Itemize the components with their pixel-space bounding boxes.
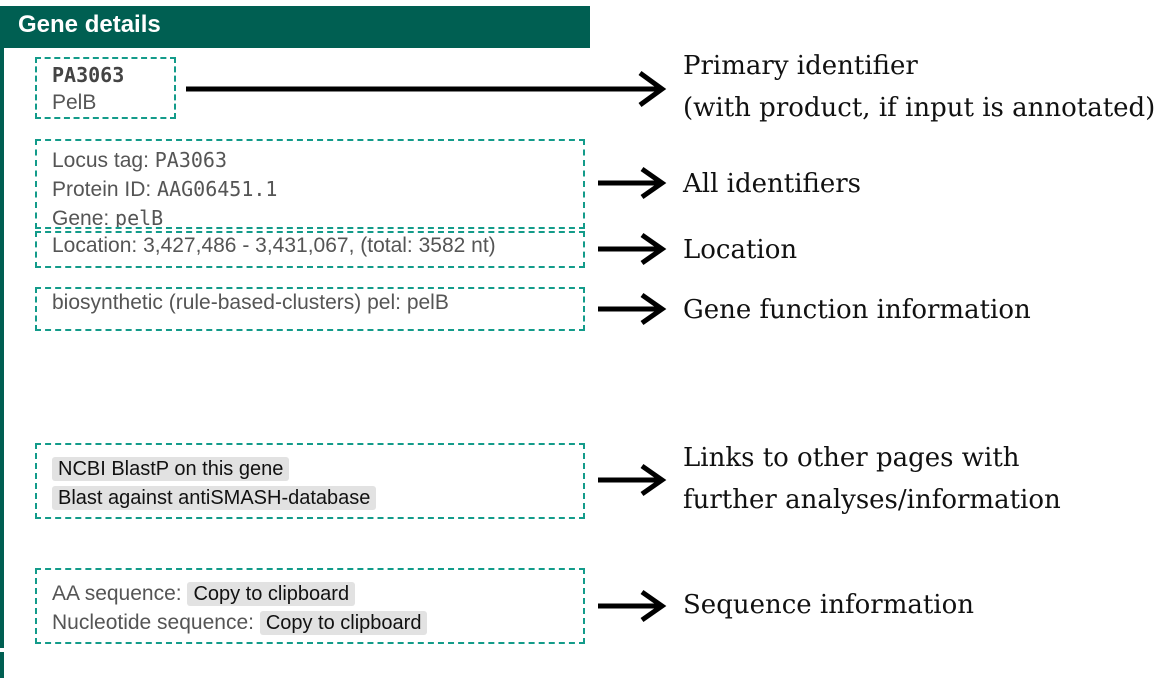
sequence-box: AA sequence: Copy to clipboard Nucleotid… <box>35 568 585 644</box>
aa-copy-button[interactable]: Copy to clipboard <box>187 582 356 606</box>
gene-function-box: biosynthetic (rule-based-clusters) pel: … <box>35 287 585 331</box>
location-text: Location: 3,427,486 - 3,431,067, (total:… <box>52 234 496 257</box>
left-accent-bar <box>0 48 4 648</box>
annotation-primary: Primary identifier (with product, if inp… <box>683 45 1155 129</box>
annotation-identifiers: All identifiers <box>683 169 862 199</box>
gene-function-text: biosynthetic (rule-based-clusters) pel: … <box>52 291 449 314</box>
gene-value: pelB <box>115 206 164 229</box>
aa-sequence-label: AA sequence: <box>52 582 188 605</box>
annotation-primary-line1: Primary identifier <box>683 51 918 81</box>
ncbi-blastp-link[interactable]: NCBI BlastP on this gene <box>52 457 290 481</box>
protein-id-label: Protein ID: <box>52 178 158 201</box>
arrow-location-icon <box>598 232 667 266</box>
protein-id-row: Protein ID: AAG06451.1 <box>52 175 583 204</box>
annotation-location: Location <box>683 235 798 265</box>
locus-tag-row: Locus tag: PA3063 <box>52 146 583 175</box>
header-title: Gene details <box>18 11 161 38</box>
annotation-primary-line2: (with product, if input is annotated) <box>683 93 1156 123</box>
antismash-blast-link[interactable]: Blast against antiSMASH-database <box>52 486 377 510</box>
primary-identifier-box: PA3063 PelB <box>35 57 176 119</box>
annotation-links-line2: further analyses/information <box>683 485 1061 515</box>
arrow-sequence-icon <box>598 589 667 623</box>
nt-sequence-row: Nucleotide sequence: Copy to clipboard <box>52 608 583 637</box>
nt-copy-button[interactable]: Copy to clipboard <box>259 611 428 635</box>
arrow-links-icon <box>598 463 667 497</box>
primary-id: PA3063 <box>52 63 125 87</box>
blastp-row: NCBI BlastP on this gene <box>52 454 583 483</box>
protein-id-value: AAG06451.1 <box>157 177 278 201</box>
annotation-links: Links to other pages with further analys… <box>683 437 1061 521</box>
locus-tag-label: Locus tag: <box>52 149 155 172</box>
annotation-sequence: Sequence information <box>683 590 975 620</box>
annotation-function: Gene function information <box>683 295 1031 325</box>
annotation-links-line1: Links to other pages with <box>683 443 1020 473</box>
gene-row: Gene: pelB <box>52 204 583 229</box>
left-accent-bar-bottom <box>0 652 4 678</box>
gene-details-header: Gene details <box>0 6 590 48</box>
primary-product: PelB <box>52 91 97 114</box>
gene-label: Gene: <box>52 207 116 229</box>
aa-sequence-row: AA sequence: Copy to clipboard <box>52 579 583 608</box>
links-box: NCBI BlastP on this gene Blast against a… <box>35 443 585 519</box>
arrow-primary-icon <box>186 70 667 108</box>
antismash-row: Blast against antiSMASH-database <box>52 483 583 512</box>
nt-sequence-label: Nucleotide sequence: <box>52 611 260 634</box>
arrow-function-icon <box>598 292 667 326</box>
locus-tag-value: PA3063 <box>154 148 227 172</box>
identifiers-box: Locus tag: PA3063 Protein ID: AAG06451.1… <box>35 139 585 229</box>
location-box: Location: 3,427,486 - 3,431,067, (total:… <box>35 231 585 268</box>
arrow-identifiers-icon <box>598 166 667 200</box>
